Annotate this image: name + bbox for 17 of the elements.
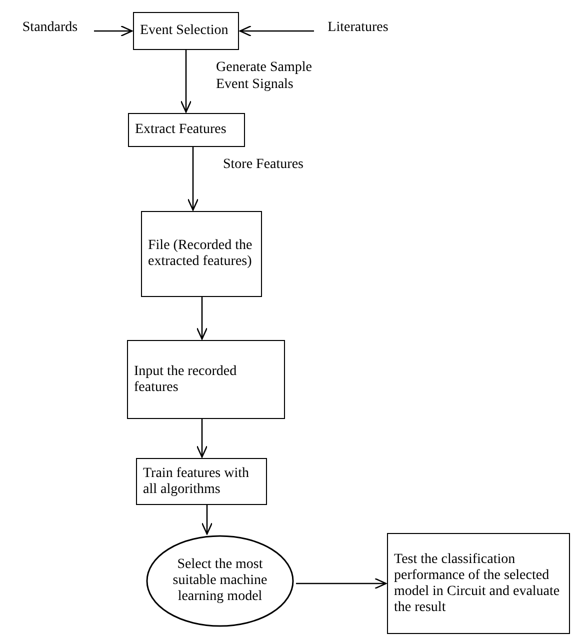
arrow	[196, 297, 208, 340]
arrow	[187, 147, 199, 211]
process-box: Train features with all algorithms	[136, 458, 267, 505]
arrow	[296, 578, 387, 590]
process-box: Extract Features	[128, 113, 245, 147]
process-box: Test the classification performance of the selected model in Circuit and evaluate the result	[387, 533, 570, 634]
arrow	[201, 505, 213, 535]
input-label: Literatures	[316, 16, 400, 40]
process-box: Event Selection	[133, 12, 239, 50]
arrow	[196, 419, 208, 458]
arrow	[180, 50, 192, 113]
process-box: File (Recorded the extracted features)	[141, 211, 262, 297]
process-box: Input the recorded features	[127, 340, 285, 419]
arrow	[239, 25, 314, 37]
node-text: Select the most suitable machine learning model	[172, 557, 268, 605]
input-label: Standards	[8, 16, 92, 40]
arrow	[94, 25, 133, 37]
